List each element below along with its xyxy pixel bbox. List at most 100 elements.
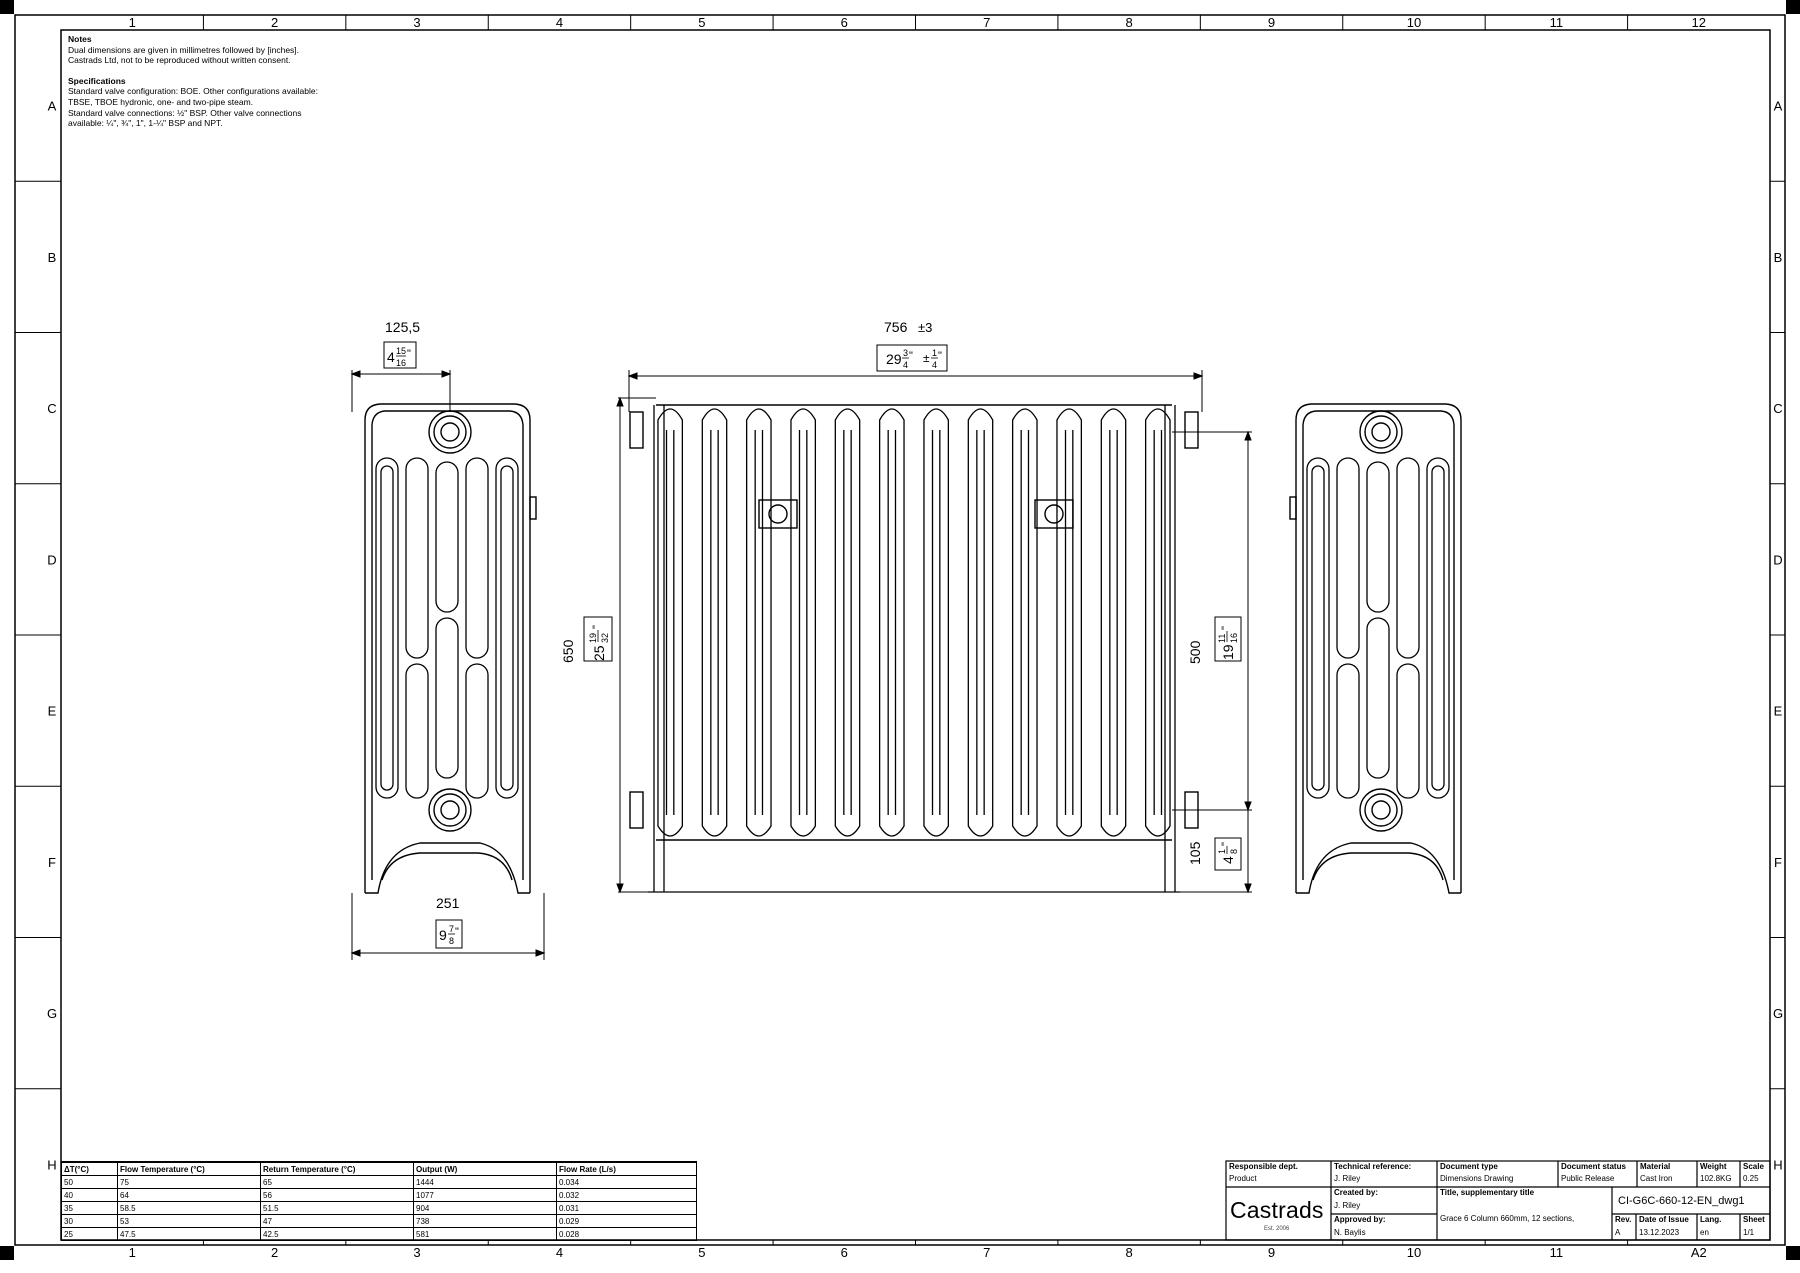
responsible-dept-value: Product [1229, 1174, 1257, 1183]
document-id: CI-G6C-660-12-EN_dwg1 [1618, 1195, 1745, 1207]
cell: 65 [260, 1175, 414, 1189]
side-depth-in-mark: " [407, 348, 411, 360]
technical-reference-label: Technical reference: [1334, 1162, 1412, 1171]
cell: 25 [61, 1227, 118, 1241]
length-tol-in-num: 1 [932, 348, 937, 358]
height-in-mark: " [591, 625, 603, 629]
grid-col-label: 8 [1126, 15, 1133, 30]
cell: 30 [61, 1214, 118, 1228]
grid-col-label: 11 [1550, 15, 1564, 30]
grid-col-label: 4 [556, 15, 563, 30]
right-side-view [1289, 403, 1462, 894]
radiator-section [1100, 408, 1127, 837]
front-view-frame [629, 404, 1199, 841]
slot [1396, 663, 1420, 799]
lang-label: Lang. [1700, 1215, 1722, 1224]
cell: 1077 [413, 1188, 557, 1202]
slot-inner [380, 465, 394, 791]
cell: 50 [61, 1175, 118, 1189]
cell: 581 [413, 1227, 557, 1241]
centres-in: 19 [1220, 644, 1236, 660]
date-value: 13.12.2023 [1639, 1228, 1680, 1237]
radiator-section [1011, 408, 1038, 837]
grid-col-label: 1 [129, 15, 136, 30]
table-header-row: ΔT(°C) Flow Temperature (°C) Return Temp… [61, 1161, 697, 1176]
scale-value: 0.25 [1743, 1174, 1759, 1183]
grid-row-label: C [47, 401, 56, 416]
foot-width-in-num: 7 [449, 924, 454, 934]
spec-line: available: ¼", ¾", 1", 1-¼" BSP and NPT. [68, 118, 223, 129]
grid-col-label: 10 [1407, 15, 1421, 30]
cell: 75 [117, 1175, 261, 1189]
height-mm: 650 [560, 639, 576, 663]
slot [465, 663, 489, 799]
weight-label: Weight [1700, 1162, 1727, 1171]
document-type-value: Dimensions Drawing [1440, 1174, 1514, 1183]
length-tol-in: ± [923, 351, 930, 365]
slot [1366, 617, 1390, 779]
notes-line: Castrads Ltd, not to be reproduced witho… [68, 55, 291, 66]
centres-in-den: 16 [1229, 633, 1239, 643]
side-depth-mm: 125,5 [385, 319, 420, 335]
table-row: 40 64 56 1077 0.032 [61, 1188, 697, 1202]
grid-row-label: F [48, 855, 56, 870]
grid-row-label: H [1773, 1157, 1782, 1172]
approved-by-value: N. Baylis [1334, 1228, 1366, 1237]
spec-line: Standard valve connections: ½" BSP. Othe… [68, 107, 302, 118]
cell: 47 [260, 1214, 414, 1228]
scale-label: Scale [1743, 1162, 1764, 1171]
side-depth-in: 4 [387, 349, 395, 365]
radiator-section [967, 408, 994, 837]
slot [465, 457, 489, 659]
grid-row-label: E [48, 704, 57, 719]
material-value: Cast Iron [1640, 1174, 1673, 1183]
title-block-frame [1225, 1160, 1771, 1241]
cell: 0.032 [556, 1188, 697, 1202]
length-tol-in-den: 4 [932, 360, 937, 370]
specifications-heading: Specifications [68, 75, 126, 86]
grid-row-label: D [47, 552, 56, 567]
grid-col-label: 7 [983, 15, 990, 30]
side-depth-in-num: 15 [396, 346, 406, 356]
cell: 58.5 [117, 1201, 261, 1215]
table-row: 50 75 65 1444 0.034 [61, 1175, 697, 1189]
spec-line: TBSE, TBOE hydronic, one- and two-pipe s… [68, 96, 254, 107]
slot [1336, 457, 1360, 659]
rev-value: A [1615, 1228, 1621, 1237]
castrads-logo: Castrads [1230, 1197, 1324, 1223]
document-type-label: Document type [1440, 1162, 1498, 1171]
grid-col-label: 6 [841, 1245, 848, 1260]
radiator-section [790, 408, 817, 837]
notes-line: Dual dimensions are given in millimetres… [68, 44, 300, 55]
slot [1396, 457, 1420, 659]
radiator-section [834, 408, 861, 837]
grid-col-label: 8 [1126, 1245, 1133, 1260]
performance-table: ΔT(°C) Flow Temperature (°C) Return Temp… [61, 1161, 697, 1241]
cell: 47.5 [117, 1227, 261, 1241]
length-mm: 756 [884, 319, 908, 335]
notes-heading: Notes [68, 34, 92, 44]
grid-ticks [15, 15, 1785, 1245]
length-dimension [627, 344, 1204, 412]
grid-row-label: E [1774, 704, 1783, 719]
slot-inner [500, 465, 514, 791]
radiator-section [1144, 408, 1171, 837]
grid-col-label: 3 [413, 15, 420, 30]
lang-value: en [1700, 1228, 1709, 1237]
slot-inner [1311, 465, 1325, 791]
outer-frame [14, 14, 1786, 1246]
document-status-label: Document status [1561, 1162, 1626, 1171]
foot-width-in-mark: " [455, 926, 459, 938]
slot [1306, 457, 1330, 799]
radiator-section [657, 408, 684, 837]
weight-value: 102.8KG [1700, 1174, 1732, 1183]
grid-row-label: A [1774, 99, 1783, 114]
floor-mm: 105 [1187, 841, 1203, 865]
slot [405, 457, 429, 659]
cell: 0.028 [556, 1227, 697, 1241]
floor-in-den: 8 [1229, 849, 1239, 854]
slot [435, 461, 459, 613]
cell: 35 [61, 1201, 118, 1215]
grid-row-label: C [1773, 401, 1782, 416]
slot [1366, 461, 1390, 613]
